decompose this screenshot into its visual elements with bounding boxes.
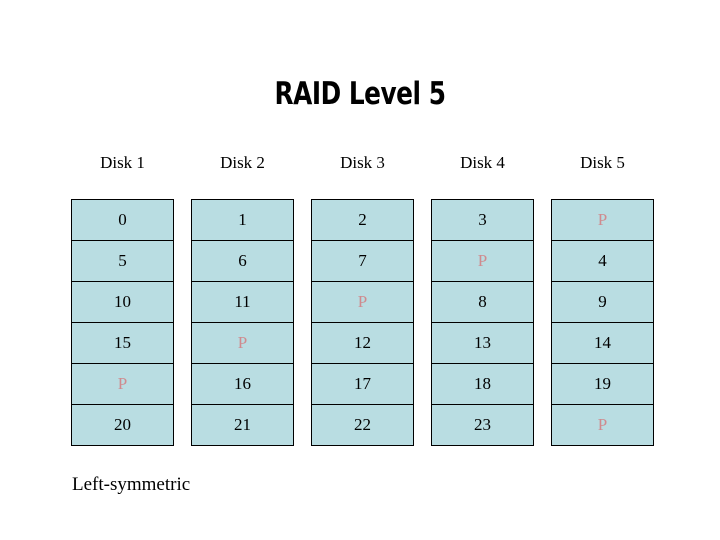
stripe-cell: 17: [312, 364, 413, 405]
parity-cell: P: [552, 405, 653, 446]
stripe-cell: 2: [312, 200, 413, 241]
disk-header-5: Disk 5: [580, 153, 625, 172]
disk-header-3: Disk 3: [340, 153, 385, 172]
stripe-cell: 15: [72, 323, 173, 364]
stripe-cell: 0: [72, 200, 173, 241]
stripe-cell: 5: [72, 241, 173, 282]
page-title: RAID Level 5: [274, 76, 446, 112]
stripe-cell: 13: [432, 323, 533, 364]
stripe-cell: 22: [312, 405, 413, 446]
parity-cell: P: [552, 200, 653, 241]
stripe-cell: 19: [552, 364, 653, 405]
stripe-cell: 8: [432, 282, 533, 323]
parity-cell: P: [432, 241, 533, 282]
stripe-cell: 21: [192, 405, 293, 446]
stripe-cell: 11: [192, 282, 293, 323]
disk-header-2: Disk 2: [220, 153, 265, 172]
stripe-cell: 3: [432, 200, 533, 241]
disk-header-4: Disk 4: [460, 153, 505, 172]
parity-cell: P: [72, 364, 173, 405]
stripe-cell: 16: [192, 364, 293, 405]
parity-cell: P: [192, 323, 293, 364]
layout-caption: Left-symmetric: [72, 474, 191, 495]
stripe-cell: 4: [552, 241, 653, 282]
disk-header-1: Disk 1: [100, 153, 145, 172]
stripe-cell: 7: [312, 241, 413, 282]
parity-cell: P: [312, 282, 413, 323]
stripe-cell: 6: [192, 241, 293, 282]
stripe-cell: 12: [312, 323, 413, 364]
stripe-cell: 14: [552, 323, 653, 364]
disk-header-row: Disk 1 Disk 2 Disk 3 Disk 4 Disk 5: [71, 152, 655, 199]
stripe-cell: 23: [432, 405, 533, 446]
stripe-cell: 10: [72, 282, 173, 323]
stripe-cell: 1: [192, 200, 293, 241]
stripe-cell: 9: [552, 282, 653, 323]
stripe-cell: 20: [72, 405, 173, 446]
stripe-cell: 18: [432, 364, 533, 405]
